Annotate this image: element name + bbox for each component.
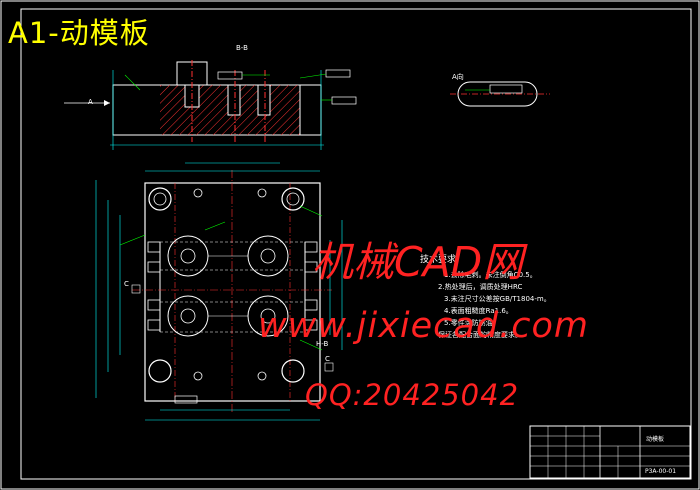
title-block-code: P3A-00-01	[645, 468, 677, 475]
note-line-5: 5.零件涂防锈油，	[444, 319, 500, 327]
section-label-bb: B-B	[236, 44, 248, 52]
notes-title: 技术要求	[420, 255, 457, 265]
section-label-hb: H-B	[316, 340, 329, 348]
watermark-qq: QQ:20425042	[305, 378, 520, 412]
title-block-name: 动模板	[646, 436, 665, 443]
section-label-a: A	[88, 98, 93, 106]
watermark-site-name: 机械CAD网	[312, 238, 524, 286]
note-line-4: 4.表面粗糙度Ra1.6。	[444, 307, 513, 315]
section-label-c-right: C	[325, 355, 330, 363]
drawing-title: A1-动模板	[8, 16, 150, 50]
plan-view	[95, 162, 343, 421]
title-block	[529, 425, 691, 479]
view-label-a: A向	[452, 73, 464, 81]
section-view-bb	[64, 60, 357, 150]
drawing-frame-inner	[20, 8, 692, 480]
watermark-url: www.jixiecad.com	[258, 306, 589, 346]
note-line-1: 1.去除毛刺。未注倒角C0.5。	[444, 271, 537, 279]
note-line-3: 3.未注尺寸公差按GB/T1804-m。	[444, 295, 551, 303]
note-line-2: 2.热处理后，调质处理HRC	[438, 283, 523, 291]
section-label-c-left: C	[124, 280, 129, 288]
detail-view-a	[450, 81, 550, 107]
note-line-6: 保证各配合面的精度要求。	[438, 331, 522, 339]
